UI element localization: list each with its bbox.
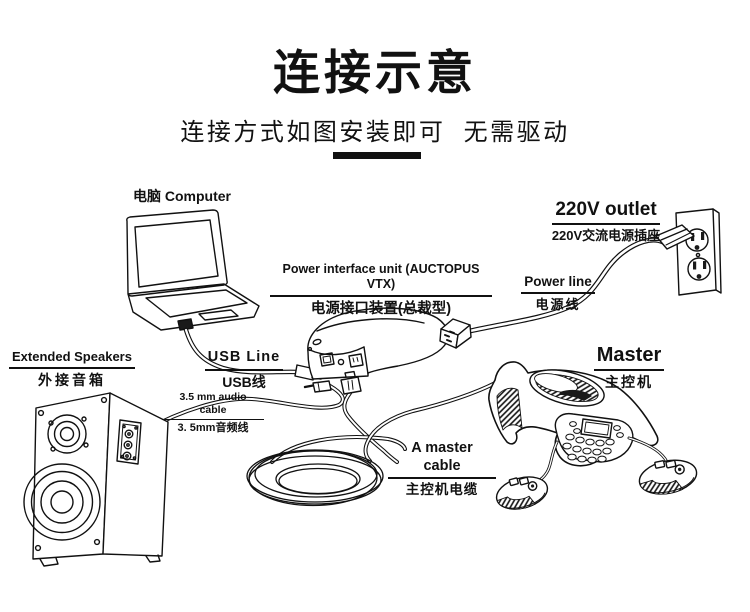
audio-jack-plug <box>312 380 332 393</box>
label-computer-text: 电脑 Computer <box>133 188 231 204</box>
label-usb-line: USB Line USB线 <box>203 347 285 391</box>
label-master-cable: A master cable 主控机电缆 <box>388 440 496 499</box>
rj45-plug <box>340 376 362 395</box>
label-usb-line-zh: USB线 <box>222 373 266 390</box>
c13-connector <box>439 318 472 349</box>
laptop-icon <box>126 209 260 331</box>
microphone-cables <box>538 436 669 482</box>
label-audio-cable: 3.5 mm audio cable 3. 5mm音频线 <box>162 391 264 435</box>
cable-coil-icon <box>246 449 384 507</box>
speakerphone-icon <box>488 361 659 467</box>
microphone-pod-right <box>638 459 698 495</box>
wall-outlet-icon <box>675 208 722 296</box>
label-usb-line-en: USB Line <box>204 349 284 371</box>
label-master-en: Master <box>593 343 665 372</box>
label-audio-cable-en: 3.5 mm audio cable <box>162 391 264 420</box>
page-subtitle: 连接方式如图安装即可 无需驱动 <box>180 119 570 146</box>
title-divider <box>333 152 421 159</box>
audio-cable <box>144 380 345 432</box>
microphone-pod-left <box>495 476 549 510</box>
power-plug-icon <box>655 224 695 250</box>
page-title: 连接示意 <box>273 46 477 99</box>
label-220v-outlet-zh: 220V交流电源插座 <box>551 228 661 244</box>
label-power-unit-en: Power interface unit (AUCTOPUS VTX) <box>270 262 492 297</box>
master-cable <box>270 379 501 464</box>
label-master-cable-zh: 主控机电缆 <box>405 482 479 498</box>
label-power-line-zh: 电源线 <box>535 297 581 313</box>
label-220v-outlet: 220V outlet 220V交流电源插座 <box>550 198 662 244</box>
label-power-unit-zh: 电源接口装置(总裁型) <box>310 300 452 317</box>
audio-port <box>337 358 345 366</box>
label-computer: 电脑 Computer <box>126 188 238 205</box>
master-cable-rj45 <box>340 370 399 464</box>
label-extended-speakers-en: Extended Speakers <box>9 349 135 369</box>
label-master: Master 主控机 <box>592 343 666 391</box>
usb-port <box>319 352 335 367</box>
woofer <box>23 463 101 541</box>
label-extended-speakers: Extended Speakers 外接音箱 <box>8 347 136 389</box>
rj45-port <box>348 353 364 368</box>
label-master-cable-en: A master cable <box>388 440 496 480</box>
label-power-line: Power line 电源线 <box>519 272 597 313</box>
power-interface-unit-icon <box>307 307 449 380</box>
power-line-cable <box>467 237 666 334</box>
phone-display <box>580 418 613 439</box>
speaker-control-plate <box>116 419 142 465</box>
keypad-buttons <box>562 421 624 464</box>
speaker-icon <box>23 392 169 567</box>
tweeter <box>47 414 87 454</box>
label-power-line-en: Power line <box>521 274 595 295</box>
label-power-unit: Power interface unit (AUCTOPUS VTX) 电源接口… <box>270 262 492 318</box>
label-audio-cable-zh: 3. 5mm音频线 <box>177 421 249 434</box>
label-master-zh: 主控机 <box>605 374 653 391</box>
label-extended-speakers-zh: 外接音箱 <box>38 371 106 388</box>
label-220v-outlet-en: 220V outlet <box>552 198 660 226</box>
